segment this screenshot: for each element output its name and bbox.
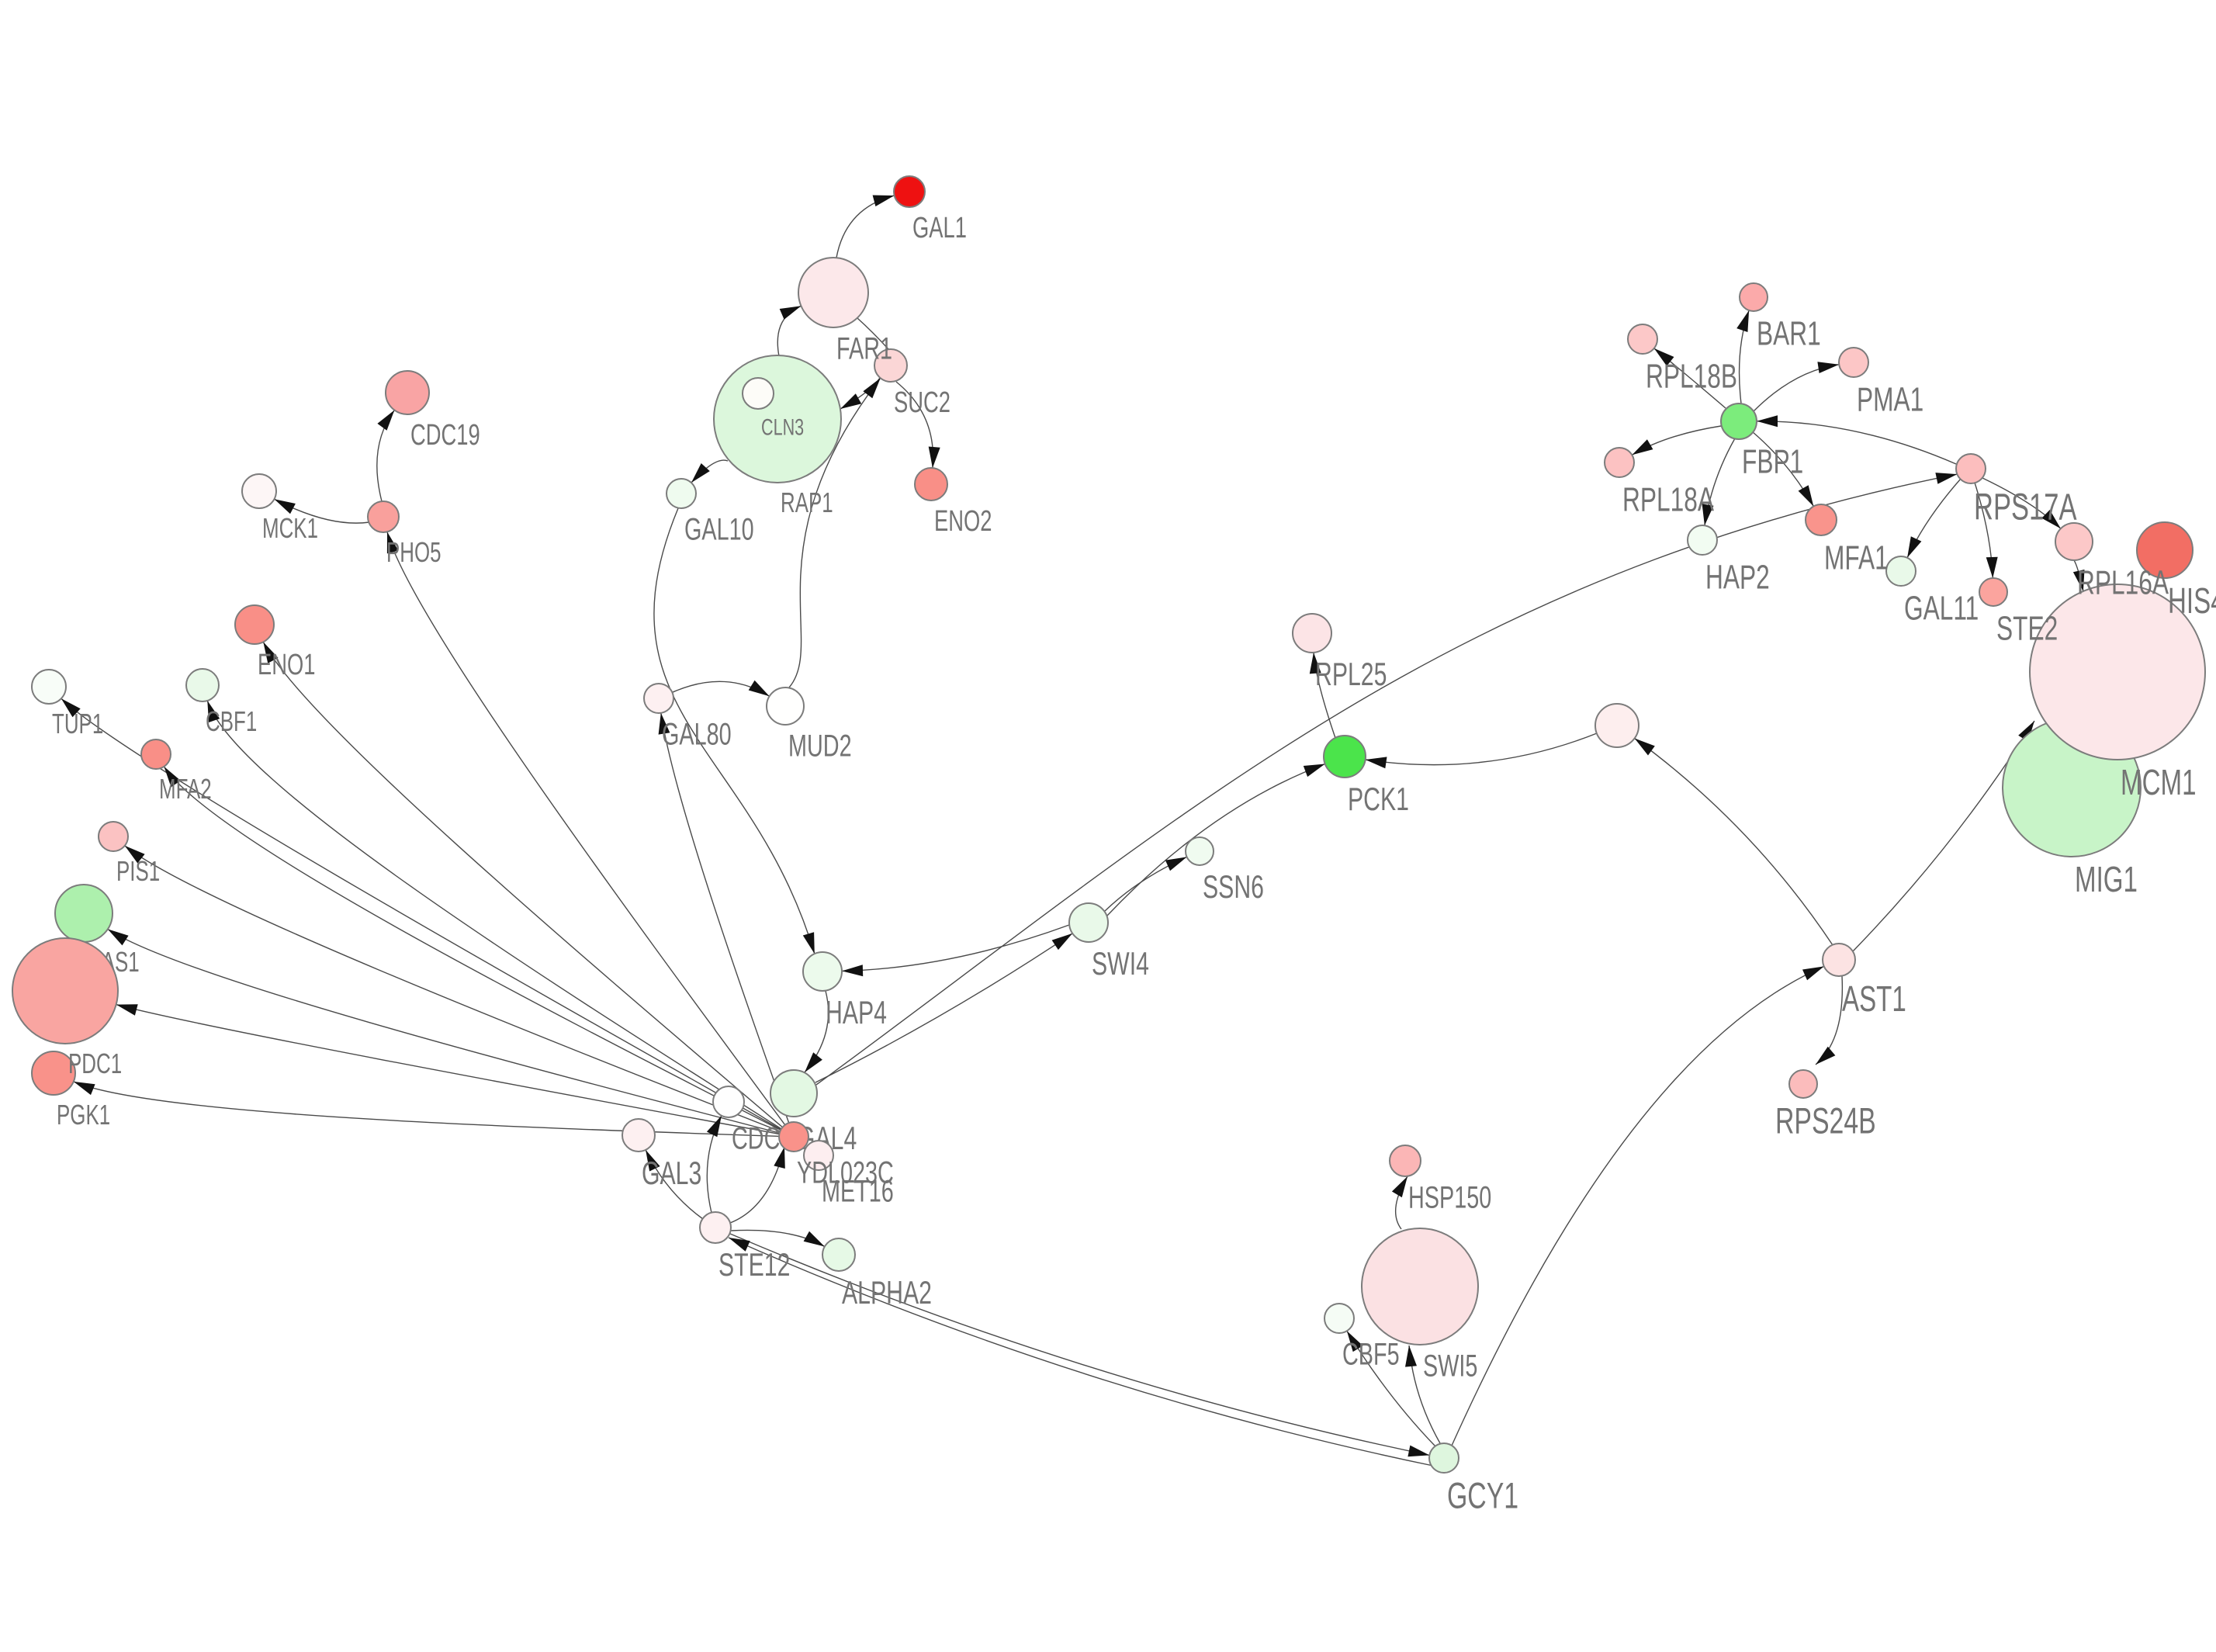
svg-text:RPS17A: RPS17A xyxy=(1974,486,2077,528)
svg-text:HSP150: HSP150 xyxy=(1408,1180,1491,1215)
svg-text:FAR1: FAR1 xyxy=(836,331,892,366)
svg-text:MCM1: MCM1 xyxy=(2121,764,2197,802)
svg-text:CDC19: CDC19 xyxy=(410,419,480,452)
svg-text:MET16: MET16 xyxy=(822,1174,894,1209)
svg-text:MFA1: MFA1 xyxy=(1824,539,1889,577)
svg-text:GAL11: GAL11 xyxy=(1904,589,1979,627)
svg-text:RPL25: RPL25 xyxy=(1315,656,1387,692)
svg-text:MCK1: MCK1 xyxy=(262,513,318,544)
svg-text:MIG1: MIG1 xyxy=(2075,861,2138,899)
svg-text:TUP1: TUP1 xyxy=(52,708,103,739)
svg-text:AST1: AST1 xyxy=(1842,980,1906,1019)
svg-text:RAP1: RAP1 xyxy=(781,487,833,518)
svg-text:STE12: STE12 xyxy=(718,1246,790,1283)
svg-text:GAL3: GAL3 xyxy=(642,1155,701,1191)
svg-text:CLN3: CLN3 xyxy=(761,414,804,440)
svg-text:ENO1: ENO1 xyxy=(258,649,316,681)
svg-text:SWI4: SWI4 xyxy=(1092,945,1149,982)
svg-text:SSN6: SSN6 xyxy=(1203,868,1264,905)
svg-text:BAR1: BAR1 xyxy=(1757,314,1821,352)
svg-text:CBF5: CBF5 xyxy=(1342,1337,1400,1372)
svg-text:PHO5: PHO5 xyxy=(386,537,441,568)
svg-text:RPL16A: RPL16A xyxy=(2077,563,2169,601)
svg-text:ALPHA2: ALPHA2 xyxy=(842,1274,932,1311)
svg-text:HAP4: HAP4 xyxy=(826,994,887,1030)
svg-text:GAL1: GAL1 xyxy=(912,212,967,244)
svg-text:STE2: STE2 xyxy=(1996,609,2058,647)
svg-text:GAL10: GAL10 xyxy=(684,512,754,547)
svg-text:YDL023C: YDL023C xyxy=(797,1155,894,1190)
svg-text:PIS1: PIS1 xyxy=(116,856,160,887)
svg-text:MUD2: MUD2 xyxy=(788,729,852,764)
svg-text:CBF1: CBF1 xyxy=(206,706,257,737)
svg-text:ENO2: ENO2 xyxy=(934,505,992,538)
svg-text:SWI5: SWI5 xyxy=(1423,1349,1477,1384)
svg-text:PDC1: PDC1 xyxy=(68,1048,122,1079)
svg-text:PMA1: PMA1 xyxy=(1857,380,1923,418)
svg-text:GCY1: GCY1 xyxy=(1447,1475,1518,1516)
svg-text:GAL80: GAL80 xyxy=(662,717,732,752)
svg-text:RPS24B: RPS24B xyxy=(1775,1100,1876,1141)
svg-text:SUC2: SUC2 xyxy=(894,386,950,419)
svg-text:RPL18B: RPL18B xyxy=(1646,357,1737,395)
svg-text:PCK1: PCK1 xyxy=(1348,781,1409,817)
svg-text:PGK1: PGK1 xyxy=(57,1100,110,1131)
svg-text:RPL18A: RPL18A xyxy=(1622,480,1714,518)
svg-text:HIS4: HIS4 xyxy=(2168,582,2216,621)
svg-text:HAP2: HAP2 xyxy=(1705,558,1770,596)
svg-text:MFA2: MFA2 xyxy=(159,774,212,805)
svg-text:FBP1: FBP1 xyxy=(1742,442,1803,480)
